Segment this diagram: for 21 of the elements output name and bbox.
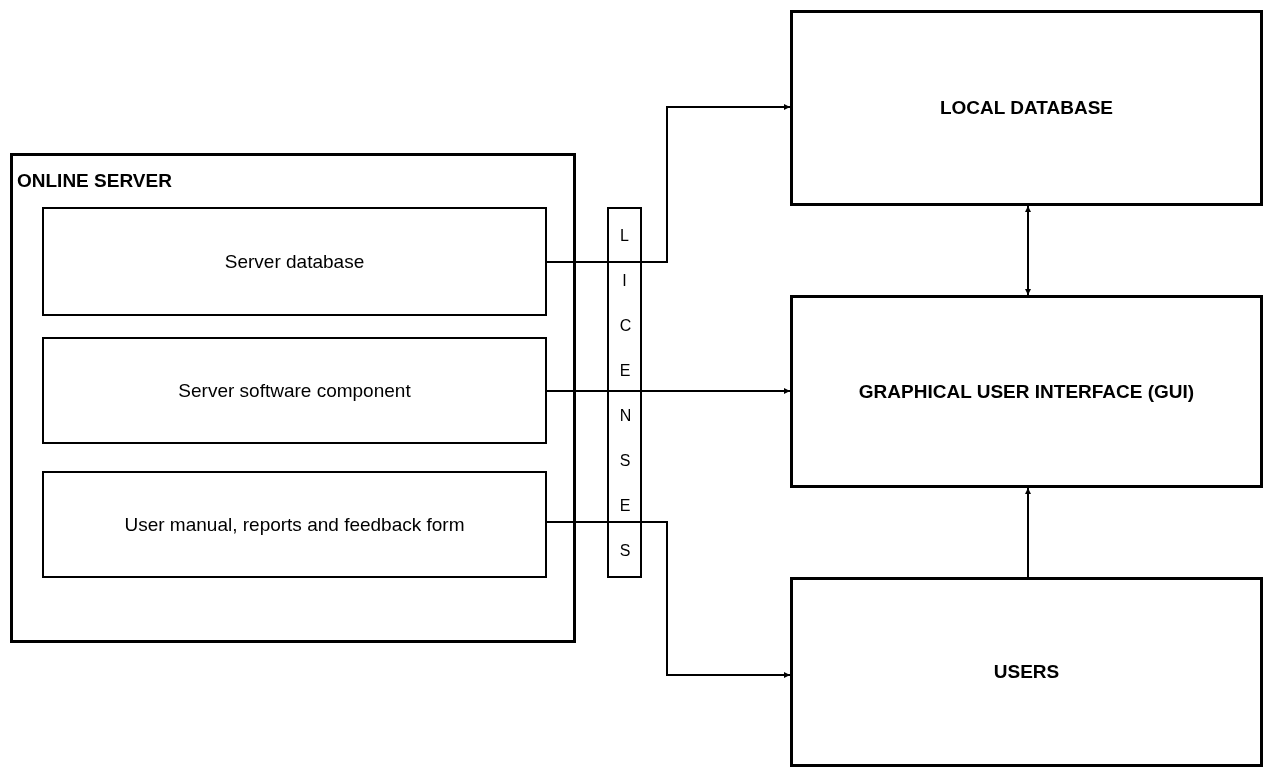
box-label: USERS bbox=[993, 661, 1060, 683]
box-label: LOCAL DATABASE bbox=[939, 97, 1114, 119]
box-label: Server database bbox=[224, 250, 365, 273]
license-bar bbox=[607, 207, 642, 578]
arrow bbox=[1025, 205, 1031, 296]
component-box bbox=[42, 471, 547, 578]
arrow bbox=[641, 104, 791, 263]
panel-heading: ONLINE SERVER bbox=[17, 170, 172, 192]
box-label: User manual, reports and feedback form bbox=[124, 513, 465, 536]
component-box bbox=[42, 337, 547, 444]
database-box bbox=[790, 10, 1263, 206]
arrow bbox=[641, 521, 791, 678]
arrow bbox=[641, 388, 791, 394]
arrow bbox=[1025, 487, 1031, 578]
component-box bbox=[42, 207, 547, 316]
server-panel bbox=[10, 153, 576, 643]
box-label: Server software component bbox=[178, 379, 411, 402]
users-box bbox=[790, 577, 1263, 767]
vertical-label: LICENSES bbox=[619, 225, 630, 561]
box-label: GRAPHICAL USER INTERFACE (GUI) bbox=[858, 380, 1195, 403]
interface-box bbox=[790, 295, 1263, 488]
